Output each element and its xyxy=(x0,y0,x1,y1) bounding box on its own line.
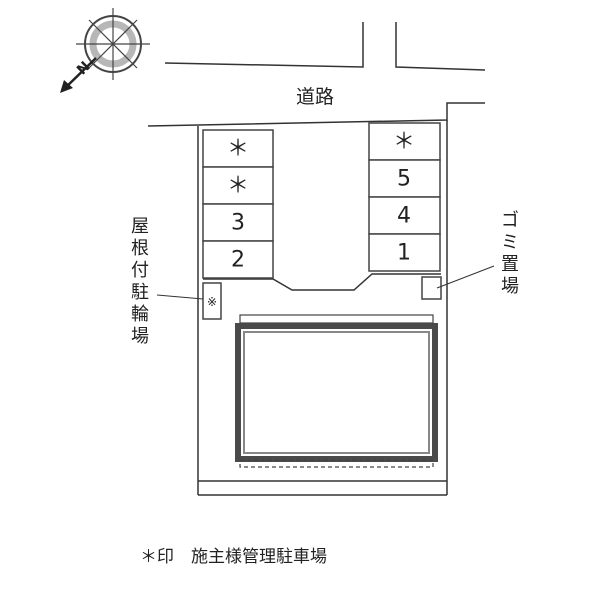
parking-space xyxy=(202,166,274,205)
parking-space-label: 2 xyxy=(231,248,245,273)
garbage-box xyxy=(421,276,442,300)
building xyxy=(235,314,438,468)
parking-space-label: ＊ xyxy=(227,174,249,199)
parking-space-label: 3 xyxy=(231,211,245,236)
road-edges xyxy=(147,22,486,127)
road-label: 道路 xyxy=(296,86,334,108)
parking-space-label: ＊ xyxy=(393,130,415,155)
bike-parking-leader xyxy=(156,294,204,300)
parking-space xyxy=(202,203,274,242)
site-boundary xyxy=(197,120,448,496)
bike-parking-label: 屋根付駐輪場 xyxy=(131,216,149,347)
garbage-leader xyxy=(436,265,495,289)
bike-parking-mark: ※ xyxy=(207,295,217,309)
compass-icon xyxy=(60,8,150,93)
garbage-label: ゴミ置場 xyxy=(501,210,519,297)
parking-space xyxy=(368,122,441,161)
right-parking-column: ＊ 5 4 1 xyxy=(368,122,441,272)
parking-space xyxy=(202,240,274,279)
left-parking-column: ＊ ＊ 3 2 xyxy=(202,129,274,279)
parking-space-label: 1 xyxy=(397,241,411,266)
parking-space xyxy=(368,233,441,272)
bike-parking-box xyxy=(202,282,222,320)
parking-space-label: 5 xyxy=(397,167,411,192)
parking-space-label: ＊ xyxy=(227,137,249,162)
parking-space xyxy=(368,159,441,198)
parking-space xyxy=(368,196,441,235)
parking-space xyxy=(202,129,274,168)
legend: ＊印 施主様管理駐車場 xyxy=(140,547,327,567)
parking-space-label: 4 xyxy=(397,204,411,229)
